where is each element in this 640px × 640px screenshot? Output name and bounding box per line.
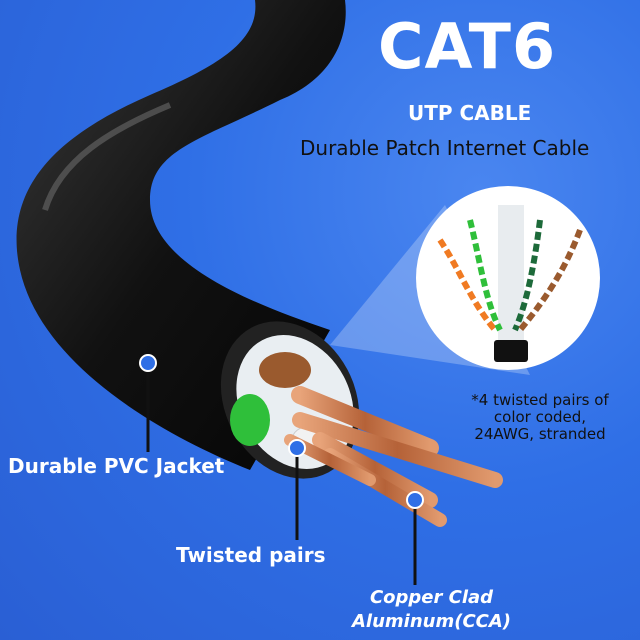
brown-pair xyxy=(259,352,311,388)
product-subtitle: UTP CABLE xyxy=(408,101,532,125)
callout-note: *4 twisted pairs of color coded, 24AWG, … xyxy=(446,392,634,443)
label-cca-line1: Copper Clad xyxy=(369,587,494,608)
marker-dot-jacket xyxy=(139,354,157,372)
callout-note-line3: 24AWG, stranded xyxy=(474,425,606,443)
copper-conductors xyxy=(284,386,503,527)
green-pair xyxy=(230,394,270,446)
label-twisted-pairs: Twisted pairs xyxy=(176,543,326,567)
marker-dot-twisted xyxy=(288,439,306,457)
marker-dot-cca xyxy=(406,491,424,509)
callout-note-line2: color coded, xyxy=(493,408,587,426)
label-pvc-jacket: Durable PVC Jacket xyxy=(8,454,225,478)
twisted-wires-detail xyxy=(437,205,583,362)
callout-note-line1: *4 twisted pairs of xyxy=(471,391,609,409)
product-tagline: Durable Patch Internet Cable xyxy=(300,136,590,160)
label-cca-line2: Aluminum(CCA) xyxy=(352,611,512,632)
cable-highlight xyxy=(42,102,172,211)
product-title: CAT6 xyxy=(378,10,557,83)
label-cca: Copper Clad Aluminum(CCA) xyxy=(352,586,511,634)
